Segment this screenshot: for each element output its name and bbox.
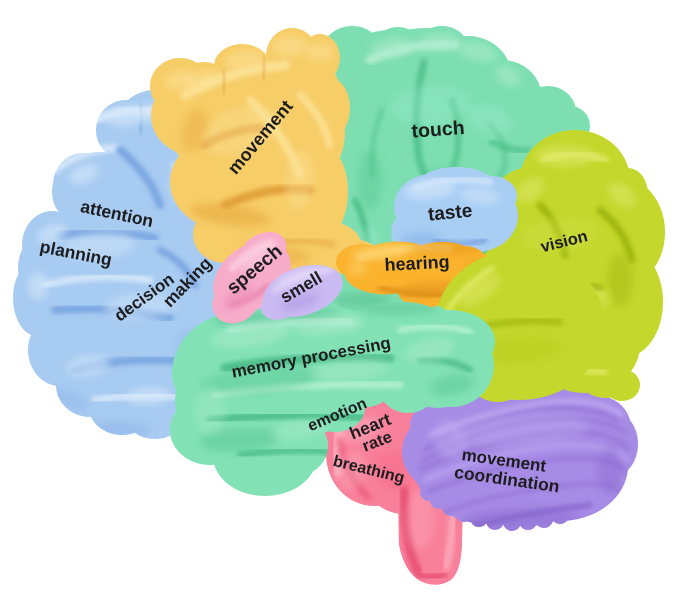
svg-text:touch: touch: [411, 117, 465, 143]
svg-text:hearing: hearing: [384, 252, 450, 275]
svg-text:taste: taste: [427, 201, 473, 226]
